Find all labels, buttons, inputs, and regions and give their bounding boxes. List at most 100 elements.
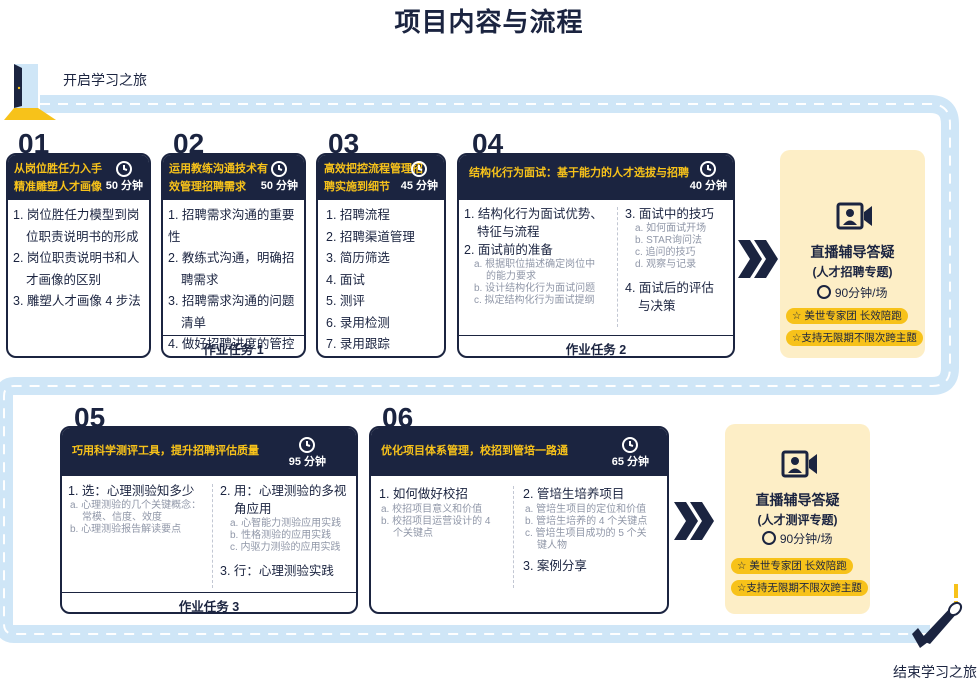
subtopics: a. 心智能力测验应用实践 b. 性格测验的应用实践 c. 内驱力测验的应用实践 <box>220 518 346 554</box>
module-topics-right: 2. 管培生培养项目 a. 管培生项目的定位和价值 b. 管培生培养的 4 个关… <box>523 484 647 576</box>
module-topics-right: 2. 用：心理测验的多视 角应用 a. 心智能力测验应用实践 b. 性格测验的应… <box>220 482 346 580</box>
subtopic: a. 管培生项目的定位和价值 <box>525 504 647 515</box>
topic: 7. 录用跟踪 <box>326 337 390 351</box>
topic: 1. 如何做好校招 <box>379 487 468 501</box>
module-duration: 95 分钟 <box>289 436 326 470</box>
module-duration: 65 分钟 <box>612 436 649 470</box>
divider <box>459 335 733 336</box>
clock-icon <box>411 161 428 177</box>
star-icon: ☆ <box>737 582 747 594</box>
module-header: 运用教练沟通技术有 效管理招聘需求 50 分钟 <box>163 155 304 200</box>
module-topics: 1. 岗位胜任力模型到岗 位职责说明书的形成 2. 岗位职责说明书和人 才画像的… <box>13 205 141 313</box>
page-title: 项目内容与流程 <box>394 7 584 37</box>
duration-text: 50 分钟 <box>260 180 298 192</box>
topic: 3. 行：心理测验实践 <box>220 564 334 578</box>
module-header-line: 从岗位胜任力入手 <box>14 163 102 175</box>
column-divider <box>617 207 618 327</box>
live-session-card: 直播辅导答疑 (人才测评专题) 90分钟/场 ☆ 美世专家团 长效陪跑 ☆支持无… <box>725 424 870 614</box>
topic: 6. 录用检测 <box>326 315 390 330</box>
chevron-right-icon <box>674 502 714 540</box>
subtopic: a. 如何面试开场 <box>635 223 707 234</box>
topic: 3. 招聘需求沟通的问题 <box>168 294 295 308</box>
megaphone-icon <box>912 584 963 648</box>
duration-text: 40 分钟 <box>689 180 727 192</box>
duration-text: 65 分钟 <box>611 456 649 468</box>
subtopics: a. 管培生项目的定位和价值 b. 管培生培养的 4 个关键点 c. 管培生项目… <box>523 504 647 552</box>
module-header: 优化项目体系管理，校招到管培一路通 65 分钟 <box>371 428 667 476</box>
module-header-line: 结构化行为面试：基于能力的人才选拔与招聘 <box>469 167 689 179</box>
feature-pill: ☆支持无限期不限次跨主题 <box>786 330 923 346</box>
live-title: 直播辅导答疑 <box>810 244 895 260</box>
task-label: 作业任务 2 <box>565 343 627 357</box>
subtopic: c. 拟定结构化行为面试提纲 <box>474 295 595 306</box>
module-header-line: 精准雕塑人才画像 <box>14 181 102 193</box>
module-card-04: 结构化行为面试：基于能力的人才选拔与招聘 40 分钟 1. 结构化行为面试优势、… <box>457 153 735 358</box>
topic: 4. 面试 <box>326 272 365 287</box>
subtopic: b. 性格测验的应用实践 <box>230 530 332 541</box>
star-icon: ☆ <box>792 310 802 322</box>
topic: 4. 面试后的评估 <box>625 281 714 295</box>
duration-text: 45 分钟 <box>400 180 438 192</box>
task-label: 作业任务 3 <box>178 600 240 614</box>
module-number: 01 <box>18 128 50 159</box>
module-header: 从岗位胜任力入手 精准雕塑人才画像 50 分钟 <box>8 155 149 200</box>
clock-icon <box>299 437 316 453</box>
live-subtitle: (人才招聘专题) <box>812 265 893 279</box>
subtopic: 常模、信度、效度 <box>82 512 162 523</box>
divider <box>62 592 356 593</box>
live-subtitle: (人才测评专题) <box>757 513 838 527</box>
topic: 1. 招聘流程 <box>326 208 390 222</box>
subtopic: c. 管培生项目成功的 5 个关 <box>525 528 647 539</box>
subtopic: 的能力要求 <box>486 271 536 282</box>
duration-text: 50 分钟 <box>105 180 143 192</box>
module-duration: 50 分钟 <box>261 160 298 194</box>
chevron-right-icon <box>738 240 778 278</box>
duration-text: 90分钟/场 <box>834 286 888 300</box>
topic: 3. 简历筛选 <box>326 251 390 265</box>
star-icon: ☆ <box>792 332 802 344</box>
topic: 2. 用：心理测验的多视 <box>220 484 347 498</box>
subtopics: a. 心理测验的几个关键概念： 常模、信度、效度 b. 心理测验报告解读要点 <box>68 500 201 536</box>
subtopic: b. 校招项目运营设计的 4 <box>381 516 491 527</box>
module-header: 巧用科学测评工具，提升招聘评估质量 95 分钟 <box>62 428 356 476</box>
pill-text: 美世专家团 长效陪跑 <box>749 560 847 572</box>
pill-text: 支持无限期不限次跨主题 <box>801 332 917 344</box>
column-divider <box>513 486 514 588</box>
video-call-icon <box>836 202 872 230</box>
live-duration: 90分钟/场 <box>725 530 870 547</box>
topic: 2. 管培生培养项目 <box>523 487 625 501</box>
topic: 2. 面试前的准备 <box>464 243 553 257</box>
topic: 1. 招聘需求沟通的重要性 <box>168 208 295 244</box>
topic: 3. 面试中的技巧 <box>625 207 714 221</box>
topic: 清单 <box>181 315 207 330</box>
subtopic: b. STAR询问法 <box>635 235 703 246</box>
clock-icon <box>762 531 777 545</box>
module-header: 结构化行为面试：基于能力的人才选拔与招聘 40 分钟 <box>459 155 733 200</box>
pill-text: 美世专家团 长效陪跑 <box>804 310 902 322</box>
subtopic: a. 心理测验的几个关键概念： <box>70 500 202 511</box>
module-topics: 1. 招聘需求沟通的重要性 2. 教练式沟通，明确招 聘需求 3. 招聘需求沟通… <box>168 205 304 356</box>
subtopic: a. 心智能力测验应用实践 <box>230 518 342 529</box>
feature-pill: ☆ 美世专家团 长效陪跑 <box>786 308 908 324</box>
module-card-06: 优化项目体系管理，校招到管培一路通 65 分钟 1. 如何做好校招 a. 校招项… <box>369 426 669 614</box>
module-header-line: 效管理招聘需求 <box>169 181 246 193</box>
star-icon: ☆ <box>737 560 747 572</box>
module-number: 04 <box>472 128 504 159</box>
subtopic: a. 根据职位描述确定岗位中 <box>474 259 596 270</box>
topic: 与决策 <box>638 299 676 313</box>
subtopics: a. 如何面试开场 b. STAR询问法 c. 追问的技巧 d. 观察与记录 <box>625 223 714 271</box>
module-number: 03 <box>328 128 360 159</box>
live-title: 直播辅导答疑 <box>755 492 840 508</box>
subtopic: c. 内驱力测验的应用实践 <box>230 542 341 553</box>
topic: 2. 教练式沟通，明确招 <box>168 251 295 265</box>
module-topics: 1. 招聘流程 2. 招聘渠道管理 3. 简历筛选 4. 面试 5. 测评 6.… <box>326 205 415 356</box>
subtopic: c. 追问的技巧 <box>635 247 696 258</box>
task-label: 作业任务 1 <box>203 343 264 357</box>
feature-pill: ☆支持无限期不限次跨主题 <box>731 580 868 596</box>
topic: 4. 做好招聘进度的管控 <box>168 337 295 351</box>
topic: 聘需求 <box>181 272 219 287</box>
module-number: 02 <box>173 128 205 159</box>
module-topics-right: 3. 面试中的技巧 a. 如何面试开场 b. STAR询问法 c. 追问的技巧 … <box>625 205 714 315</box>
divider <box>163 335 304 336</box>
